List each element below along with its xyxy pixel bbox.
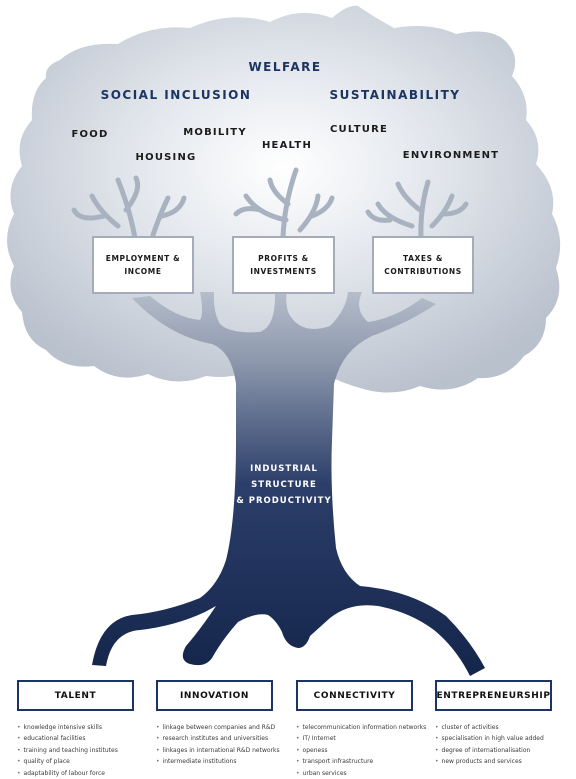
list-item: research institutes and universities — [156, 733, 280, 744]
list-item: knowledge intensive skills — [17, 722, 118, 733]
crown-item-health: HEALTH — [261, 140, 313, 151]
pillar-connectivity-title: CONNECTIVITY — [313, 690, 396, 701]
list-item: new products and services — [435, 756, 544, 767]
theme-sustainability: SUSTAINABILITY — [329, 88, 461, 102]
pillar-entrepreneurship: ENTREPRENEURSHIP — [435, 680, 552, 711]
connectivity-list: telecommunication information networks I… — [296, 722, 427, 779]
trunk-label: INDUSTRIAL STRUCTURE & PRODUCTIVITY — [236, 464, 332, 507]
list-item: transport infrastructure — [296, 756, 426, 767]
pillar-talent-title: TALENT — [54, 690, 97, 701]
crown-item-food: FOOD — [71, 129, 109, 140]
innovation-list: linkage between companies and R&D resear… — [156, 722, 280, 768]
crown-item-housing: HOUSING — [135, 152, 197, 163]
list-item: training and teaching institutes — [17, 745, 118, 756]
list-item: openess — [296, 745, 426, 756]
crown-item-culture: CULTURE — [329, 124, 389, 135]
list-item: cluster of activities — [435, 722, 544, 733]
list-item: telecommunication information networks — [296, 722, 427, 733]
list-item: linkage between companies and R&D — [156, 722, 280, 733]
pillar-connectivity: CONNECTIVITY — [296, 680, 413, 711]
list-item: adaptability of labour force — [17, 768, 118, 779]
box-profits-investments-label: PROFITS & INVESTMENTS — [250, 253, 317, 276]
theme-social-inclusion: SOCIAL INCLUSION — [100, 88, 252, 102]
box-employment-income-label: EMPLOYMENT & INCOME — [105, 253, 181, 276]
box-profits-investments: PROFITS & INVESTMENTS — [232, 236, 335, 294]
box-employment-income: EMPLOYMENT & INCOME — [92, 236, 194, 294]
upper-branches — [71, 167, 469, 241]
pillar-innovation: INNOVATION — [156, 680, 273, 711]
box-taxes-contributions: TAXES & CONTRIBUTIONS — [372, 236, 474, 294]
pillar-entrepreneurship-title: ENTREPRENEURSHIP — [436, 690, 551, 701]
entrepreneurship-list: cluster of activities specialisation in … — [435, 722, 544, 768]
crown-item-mobility: MOBILITY — [183, 127, 247, 138]
list-item: intermediate institutions — [156, 756, 280, 767]
welfare-title: WELFARE — [248, 60, 322, 74]
list-item: IT/ Internet — [296, 733, 426, 744]
list-item: linkages in international R&D networks — [156, 745, 280, 756]
crown-item-environment: ENVIRONMENT — [402, 150, 500, 161]
list-item: urban services — [296, 768, 426, 779]
list-item: quality of place — [17, 756, 118, 767]
list-item: educational facilities — [17, 733, 118, 744]
pillar-talent: TALENT — [17, 680, 134, 711]
list-item: specialisation in high value added — [435, 733, 544, 744]
list-item: degree of internationalisation — [435, 745, 544, 756]
box-taxes-contributions-label: TAXES & CONTRIBUTIONS — [384, 253, 462, 276]
talent-list: knowledge intensive skills educational f… — [17, 722, 118, 779]
tree-trunk — [92, 292, 485, 676]
pillar-innovation-title: INNOVATION — [179, 690, 250, 701]
